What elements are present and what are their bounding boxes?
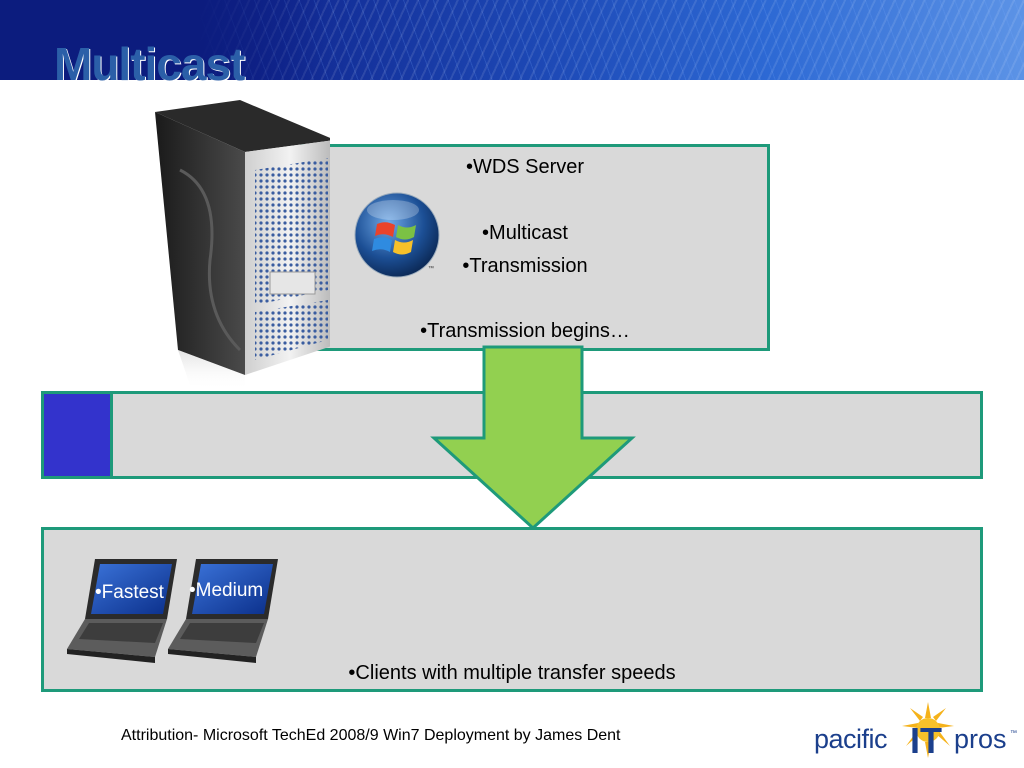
laptop-icon bbox=[67, 559, 177, 663]
title-banner-fade bbox=[0, 0, 330, 80]
svg-text:™: ™ bbox=[428, 265, 434, 272]
server-tower-icon bbox=[155, 100, 330, 390]
logo-text-pacific: pacific bbox=[814, 724, 888, 754]
server-line-begins: •Transmission begins… bbox=[420, 320, 630, 342]
logo-text-pros: pros bbox=[954, 724, 1007, 754]
server-line-multicast: •Multicast bbox=[482, 222, 568, 244]
logo-text-it: IT bbox=[910, 720, 942, 761]
laptop-label-fastest: •Fastest bbox=[95, 582, 164, 603]
attribution-text: Attribution- Microsoft TechEd 2008/9 Win… bbox=[121, 727, 621, 744]
laptop-icon bbox=[168, 559, 278, 663]
windows-logo-icon: ™ bbox=[354, 192, 440, 278]
sun-burst-icon bbox=[902, 702, 954, 758]
server-line-wds: •WDS Server bbox=[465, 156, 585, 178]
pacific-it-pros-logo: pacific IT pros ™ bbox=[810, 700, 1020, 764]
clients-caption: •Clients with multiple transfer speeds bbox=[348, 662, 676, 684]
slide-title: Multicast bbox=[54, 38, 245, 90]
server-line-transmission: •Transmission bbox=[462, 255, 588, 277]
laptop-label-medium: •Medium bbox=[189, 580, 264, 601]
transfer-progress-bar bbox=[41, 391, 983, 479]
progress-fill bbox=[44, 394, 113, 476]
logo-text-tm: ™ bbox=[1010, 730, 1017, 737]
